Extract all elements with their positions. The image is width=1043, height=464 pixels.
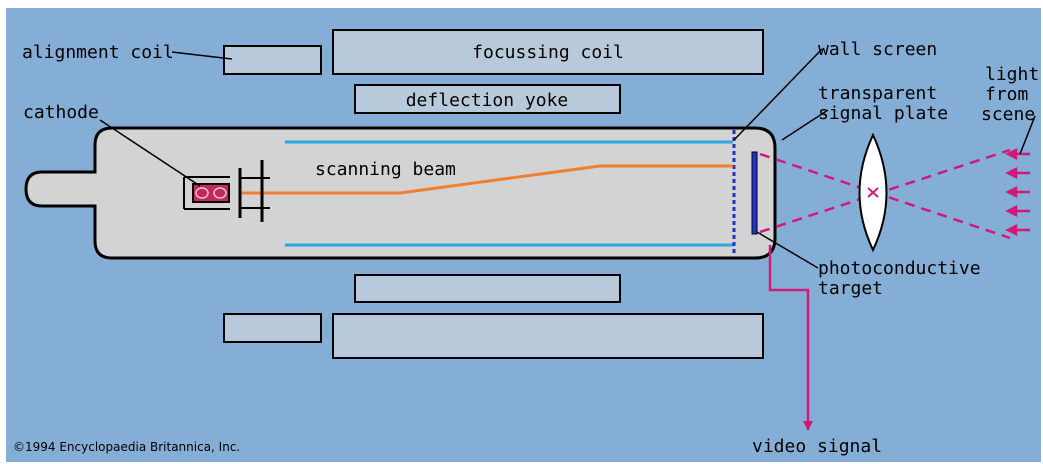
- focussing-coil-bottom: [332, 313, 764, 359]
- photoconductive-label: photoconductive: [818, 258, 981, 279]
- wall-screen-label: wall screen: [818, 39, 937, 60]
- focussing-coil-label: focussing coil: [472, 42, 624, 63]
- transparent-label: transparent: [818, 83, 937, 104]
- light-rays: [759, 148, 1011, 240]
- leader-lines: [99, 48, 1036, 269]
- electron-gun: [183, 160, 270, 222]
- deflection-yoke-bottom: [354, 274, 621, 303]
- target-label: target: [818, 278, 883, 299]
- focussing-coil-top: [332, 29, 764, 75]
- scanning-beam-label: scanning beam: [315, 159, 456, 180]
- incoming-light-arrows: [1005, 147, 1030, 237]
- cathode-label: cathode: [23, 102, 99, 123]
- photoconductive-target: [751, 151, 758, 235]
- lens-focus-cross: [867, 187, 879, 198]
- from-label: from: [985, 84, 1028, 105]
- video-signal-label: video signal: [752, 436, 882, 457]
- scanning-beam: [240, 164, 733, 195]
- light-label: light: [985, 64, 1039, 85]
- copyright-credit: ©1994 Encyclopaedia Britannica, Inc.: [13, 440, 240, 454]
- deflection-yoke-label: deflection yoke: [406, 90, 569, 111]
- video-signal-line: [768, 245, 813, 431]
- signal-plate-label: signal plate: [818, 103, 948, 124]
- alignment-coil-bottom: [223, 313, 322, 343]
- deflection-yoke-top: [354, 84, 621, 114]
- alignment-coil-top: [223, 45, 322, 75]
- alignment-coil-label: alignment coil: [22, 42, 174, 63]
- scene-label: scene: [981, 104, 1035, 125]
